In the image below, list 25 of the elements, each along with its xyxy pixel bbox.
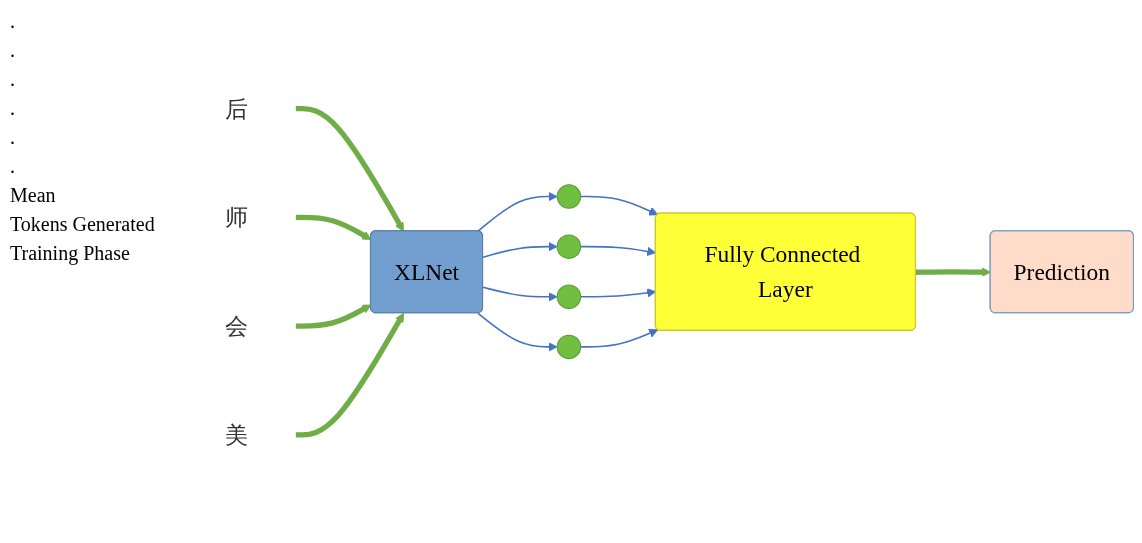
label-text: . <box>10 126 16 149</box>
label-text: . <box>10 10 16 33</box>
label-text: . <box>10 155 16 178</box>
label-text: . <box>10 68 16 91</box>
node-circle <box>556 234 582 259</box>
arrow <box>477 312 558 352</box>
node-circle <box>556 334 582 359</box>
label-text: Tokens Generated <box>10 213 156 236</box>
node-text: 美 <box>225 421 249 448</box>
node-text: 后 <box>225 95 249 122</box>
node-circle <box>556 184 582 209</box>
node-text: 会 <box>225 312 249 340</box>
label-text: . <box>10 39 16 62</box>
node-circle <box>556 284 582 309</box>
arrow <box>295 304 372 329</box>
arrow <box>295 312 404 438</box>
arrow <box>482 286 558 302</box>
arrow <box>482 241 558 258</box>
arrow <box>295 214 372 240</box>
node-text: 师 <box>225 203 249 231</box>
label-text: . <box>10 97 16 120</box>
arrow <box>477 191 558 232</box>
label-text: Mean <box>10 184 57 207</box>
label-text: Training Phase <box>10 242 131 265</box>
arrow <box>295 105 404 232</box>
